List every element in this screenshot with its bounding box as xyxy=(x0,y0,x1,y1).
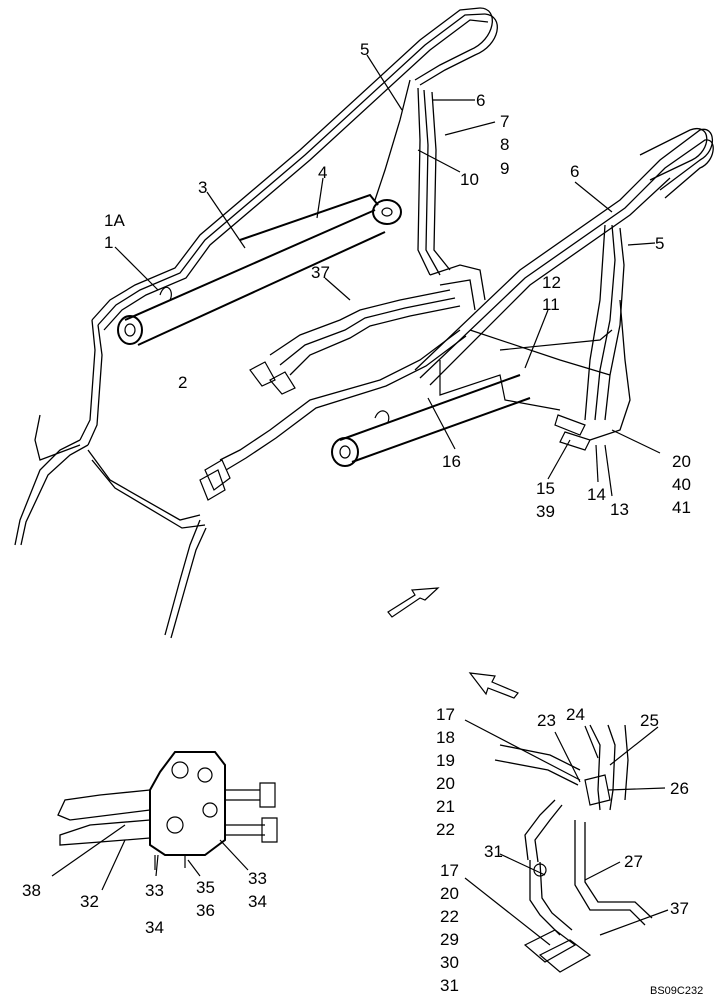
callout-31: 31 xyxy=(484,842,503,861)
callout-38: 38 xyxy=(22,881,41,900)
callouts-left-detail: 38 32 33 34 35 36 33 34 xyxy=(22,869,267,937)
callout-37-detail: 37 xyxy=(670,899,689,918)
callout-6: 6 xyxy=(476,91,485,110)
callout-37: 37 xyxy=(311,263,330,282)
callout-15: 15 xyxy=(536,479,555,498)
leader-lines xyxy=(51,54,669,946)
callout-17-lower: 17 xyxy=(440,861,459,880)
callout-32: 32 xyxy=(80,892,99,911)
callout-1a: 1A xyxy=(104,211,125,230)
callout-5-right: 5 xyxy=(655,234,664,253)
callouts-main: 1A 1 2 3 4 5 6 7 8 9 10 37 6 5 12 11 16 … xyxy=(104,40,691,521)
drawing-code: BS09C232 xyxy=(650,985,703,997)
direction-arrow-lower xyxy=(468,672,519,699)
callout-20-lower: 20 xyxy=(440,884,459,903)
callout-30: 30 xyxy=(440,953,459,972)
callout-26: 26 xyxy=(670,779,689,798)
callout-36: 36 xyxy=(196,901,215,920)
main-assembly xyxy=(14,7,714,639)
callout-7: 7 xyxy=(500,112,509,131)
callout-39: 39 xyxy=(536,502,555,521)
callout-3: 3 xyxy=(198,178,207,197)
callout-2: 2 xyxy=(178,373,187,392)
callout-4: 4 xyxy=(318,163,327,182)
valve-block-detail xyxy=(57,751,278,870)
callout-20: 20 xyxy=(672,452,691,471)
callout-31-lower: 31 xyxy=(440,976,459,995)
callout-9: 9 xyxy=(500,159,509,178)
fitting-stack-detail xyxy=(494,724,653,973)
callout-20-detail: 20 xyxy=(436,774,455,793)
callout-23: 23 xyxy=(537,711,556,730)
callout-11: 11 xyxy=(542,295,560,314)
callout-33-right: 33 xyxy=(248,869,267,888)
callout-16: 16 xyxy=(442,452,461,471)
callout-5: 5 xyxy=(360,40,369,59)
callout-8: 8 xyxy=(500,135,509,154)
callout-40: 40 xyxy=(672,475,691,494)
callout-34: 34 xyxy=(145,918,164,937)
callout-1: 1 xyxy=(104,233,113,252)
callout-24: 24 xyxy=(566,705,585,724)
callout-22: 22 xyxy=(436,820,455,839)
callouts-right-detail: 17 18 19 20 21 22 23 24 25 26 31 27 37 1… xyxy=(436,705,689,995)
callout-22-lower: 22 xyxy=(440,907,459,926)
callout-29: 29 xyxy=(440,930,459,949)
callout-6-right: 6 xyxy=(570,162,579,181)
callout-14: 14 xyxy=(587,485,606,504)
callout-19: 19 xyxy=(436,751,455,770)
callout-34-right: 34 xyxy=(248,892,267,911)
callout-27: 27 xyxy=(624,852,643,871)
callout-13: 13 xyxy=(610,500,629,519)
callout-21: 21 xyxy=(436,797,455,816)
callout-25: 25 xyxy=(640,711,659,730)
callout-41: 41 xyxy=(672,498,691,517)
callout-10: 10 xyxy=(460,170,479,189)
callout-18: 18 xyxy=(436,728,455,747)
direction-arrow-upper xyxy=(387,587,440,618)
callout-33: 33 xyxy=(145,881,164,900)
callout-12: 12 xyxy=(542,273,561,292)
callout-17: 17 xyxy=(436,705,455,724)
callout-35: 35 xyxy=(196,878,215,897)
